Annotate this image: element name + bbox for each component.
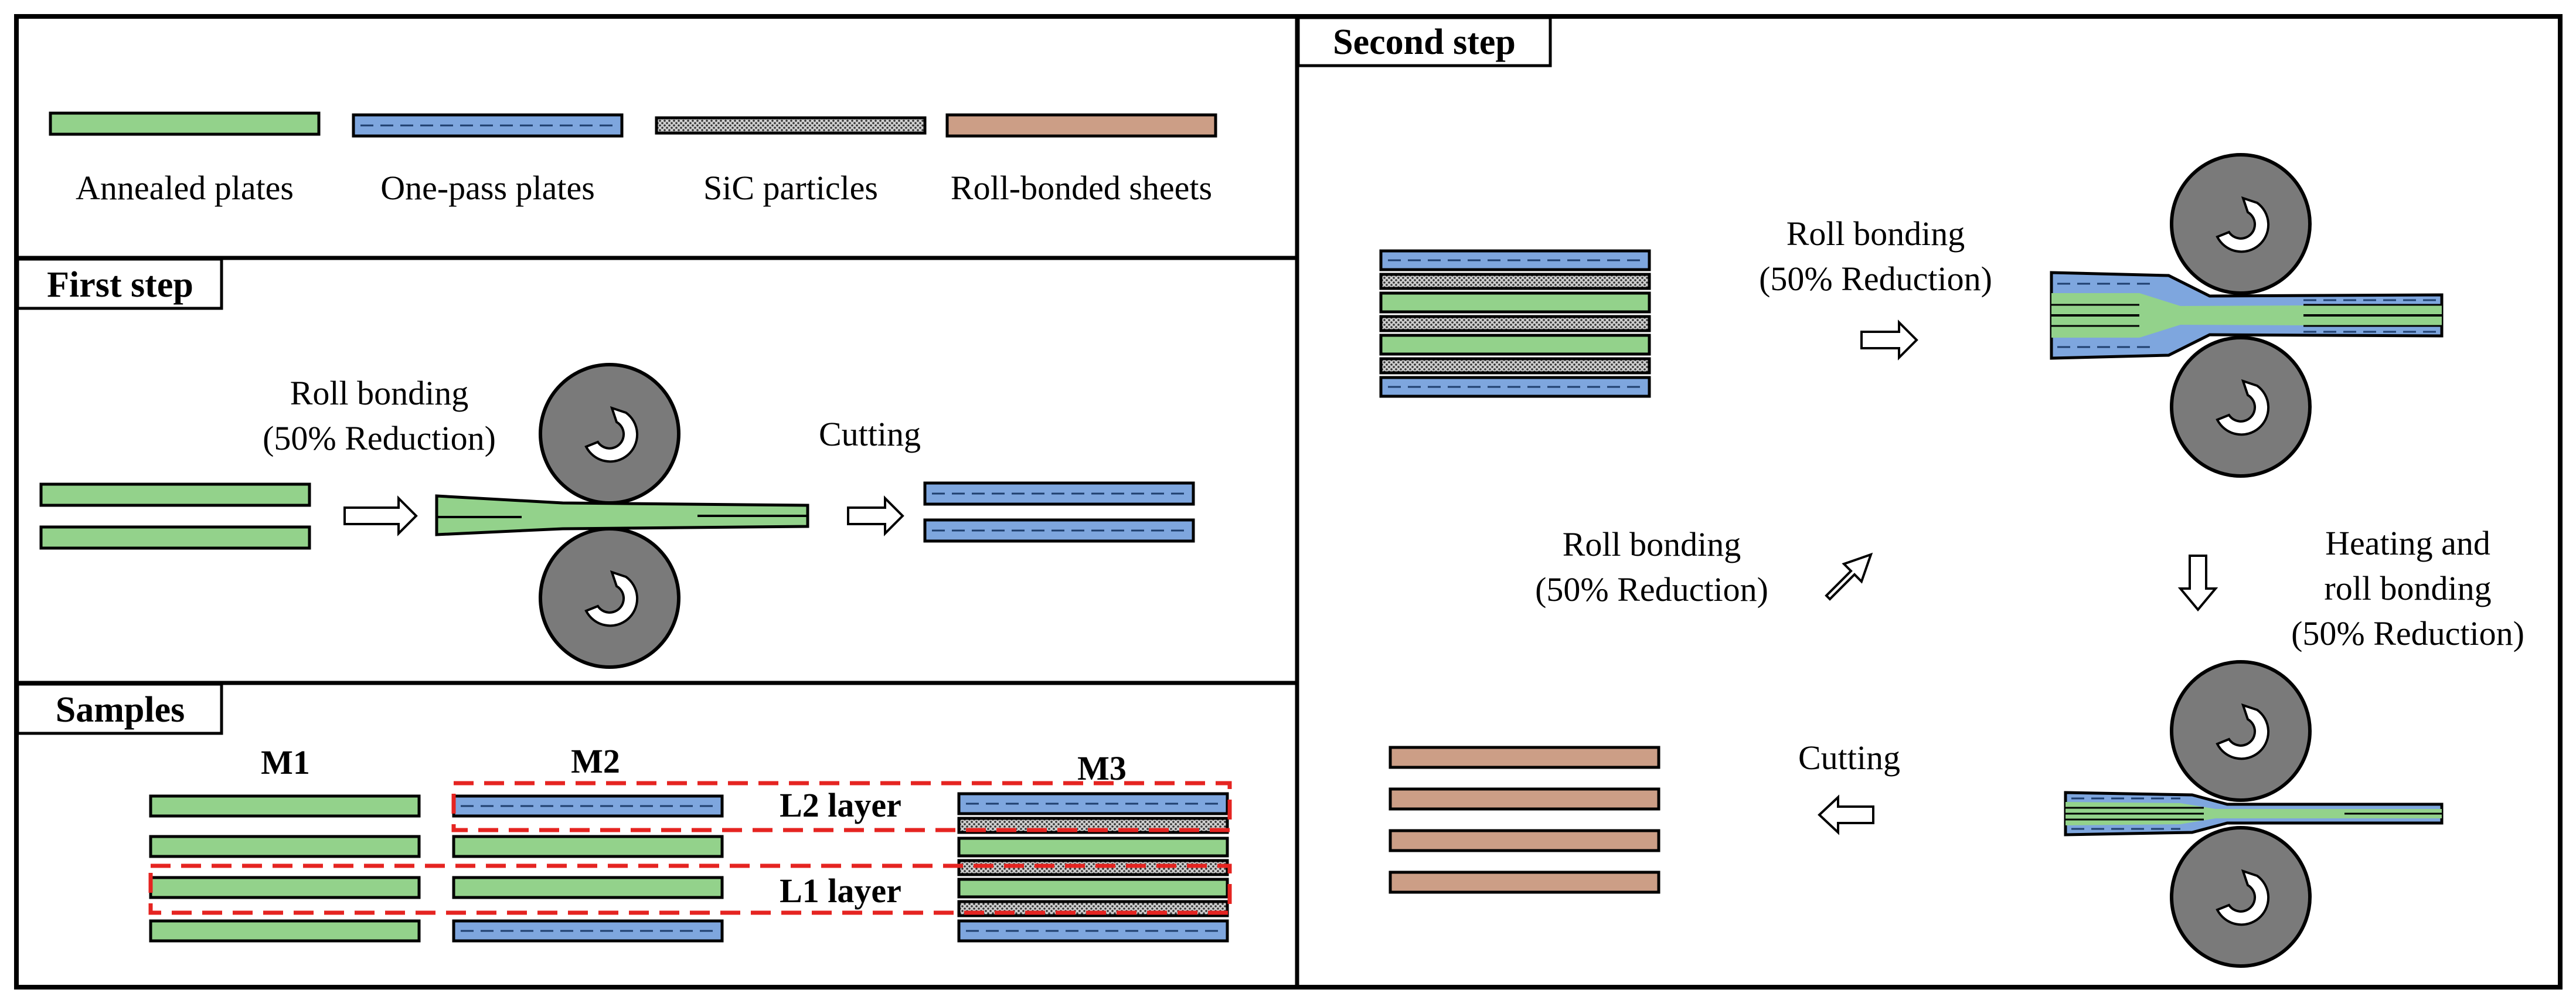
legend-swatch-annealed: [49, 111, 321, 136]
samples-panel: Samples M1 M2 M3: [16, 682, 1232, 943]
sample-m1-stack: [149, 794, 421, 943]
roller-top: [2170, 660, 2312, 802]
second-step-input-stack: [1379, 249, 1651, 398]
hollow-arrow-up-right-icon: [1825, 552, 1873, 601]
hollow-arrow-left-icon: [1818, 794, 1874, 835]
second-step-panel: Second step Roll bonding (50% Reduction): [1296, 16, 2524, 968]
legend-label-roll-bonded: Roll-bonded sheets: [951, 169, 1212, 207]
samples-title-box: [16, 682, 223, 735]
first-step-roll-label-2: (50% Reduction): [263, 419, 496, 457]
roll-bonded-output-stack: [1389, 746, 1660, 894]
hollow-arrow-right-icon: [847, 495, 904, 536]
second-step-roll-top-2: (50% Reduction): [1759, 260, 1992, 298]
l2-layer-label: L2 layer: [780, 786, 901, 824]
first-step-title-box: [16, 257, 223, 310]
legend-label-annealed: Annealed plates: [76, 169, 294, 207]
sample-m3-stack: [957, 792, 1229, 943]
second-step-roll-mid-2: (50% Reduction): [1535, 570, 1768, 608]
rolled-sheet: [435, 494, 809, 536]
l1-layer-box: [148, 863, 1232, 915]
roller-bottom: [2170, 336, 2312, 478]
annealed-plate: [39, 482, 311, 507]
second-step-roll-top-1: Roll bonding: [1786, 215, 1965, 253]
l1-layer-label: L1 layer: [780, 872, 901, 910]
hollow-arrow-right-icon: [343, 495, 418, 536]
legend: Annealed plates One-pass plates SiC part…: [49, 111, 1217, 207]
legend-label-one-pass: One-pass plates: [380, 169, 595, 207]
second-step-roll-mid-1: Roll bonding: [1563, 525, 1741, 563]
sample-m1-label: M1: [261, 743, 310, 781]
second-step-heat-3: (50% Reduction): [2291, 614, 2524, 652]
hollow-arrow-down-icon: [2177, 555, 2218, 612]
roller-bottom: [2170, 826, 2312, 968]
second-step-title: Second step: [1333, 22, 1516, 62]
sample-m2-stack: [452, 794, 724, 943]
second-step-heat-1: Heating and: [2325, 524, 2490, 562]
roller-top: [2170, 153, 2312, 295]
annealed-plate: [39, 525, 311, 550]
first-step-roll-label-1: Roll bonding: [290, 374, 469, 412]
legend-swatch-sic: [655, 116, 927, 135]
roller-bottom: [539, 527, 680, 669]
sample-m2-label: M2: [571, 742, 620, 780]
first-step-title: First step: [47, 265, 193, 305]
legend-label-sic: SiC particles: [703, 169, 878, 207]
second-step-cutting-label: Cutting: [1798, 739, 1900, 777]
first-step-panel: First step Roll bonding (50% Reduction) …: [16, 257, 1195, 669]
l2-layer-box: [451, 781, 1232, 832]
second-step-heat-2: roll bonding: [2324, 569, 2491, 607]
second-step-title-box: [1296, 16, 1552, 67]
roller-top: [539, 363, 680, 505]
legend-swatch-roll-bonded: [945, 113, 1217, 138]
first-step-cutting-label: Cutting: [819, 415, 921, 453]
hollow-arrow-right-icon: [1860, 319, 1918, 361]
samples-title: Samples: [56, 690, 185, 730]
outer-frame: [14, 14, 2563, 990]
sample-m3-label: M3: [1077, 749, 1127, 787]
